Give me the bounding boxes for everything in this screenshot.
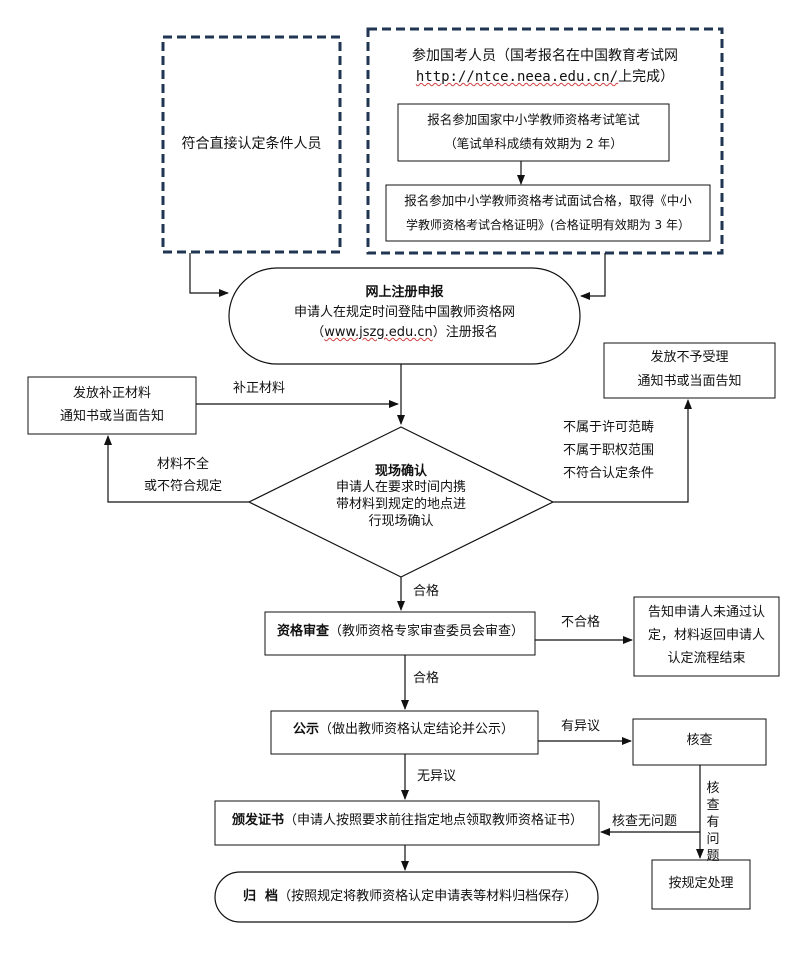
onsite-line2: 带材料到规定的地点进 — [335, 497, 466, 512]
label-not-in-scope-2: 不属于职权范围 — [563, 443, 655, 458]
supplement-box-line1: 发放补正材料 — [72, 386, 151, 401]
written-exam-line1: 报名参加国家中小学教师资格考试笔试 — [427, 112, 640, 127]
arrow-direct-to-registration — [189, 253, 229, 297]
exam-box-url-suffix: 上完成） — [618, 69, 675, 85]
label-not-in-scope-1: 不属于许可范畴 — [563, 420, 655, 435]
onsite-title: 现场确认 — [374, 464, 427, 479]
label-pass-1: 合格 — [413, 584, 440, 599]
label-not-in-scope-3: 不符合认定条件 — [563, 466, 655, 481]
label-supplement: 补正材料 — [233, 381, 286, 396]
fail-notice-box — [633, 596, 780, 677]
publicity-box — [270, 710, 539, 755]
issue-label: 颁发证书（申请人按照要求前往指定地点领取教师资格证书） — [232, 811, 583, 831]
arrow-ineligible-to-reject — [553, 399, 692, 503]
onsite-line3: 行现场确认 — [368, 514, 434, 529]
registration-title: 网上注册申报 — [365, 285, 444, 300]
label-no-objection: 无异议 — [417, 769, 457, 784]
jszg-url-link[interactable]: www.jszg.edu.cn — [324, 325, 433, 340]
written-exam-line2: （笔试单科成绩有效期为 2 年） — [444, 136, 623, 151]
label-pass-2: 合格 — [413, 671, 440, 686]
arrow-exam-to-registration — [580, 253, 606, 300]
archive-desc: （按照规定将教师资格认定申请表等材料归档保存） — [278, 889, 578, 904]
registration-line2: （www.jszg.edu.cn）注册报名 — [229, 323, 580, 343]
label-check-ok: 核查无问题 — [612, 814, 678, 829]
interview-exam-line2: 学教师资格考试合格证明》(合格证明有效期为 3 年） — [406, 218, 690, 232]
issue-title: 颁发证书 — [232, 813, 285, 828]
national-exam-box — [366, 27, 724, 255]
fail-box-line3: 认定流程结束 — [667, 651, 746, 666]
review-title: 资格审查 — [277, 624, 330, 639]
label-check-problem: 核查有问题 — [706, 781, 720, 864]
registration-paren-open: （ — [311, 325, 325, 340]
direct-eligibility-box — [161, 35, 342, 254]
exam-box-line1: 参加国考人员（国考报名在中国教育考试网 — [412, 48, 678, 64]
label-incomplete-1: 材料不全 — [156, 457, 209, 472]
label-objection: 有异议 — [561, 719, 601, 734]
certificate-issue-box — [214, 800, 600, 846]
supplement-box-line2: 通知书或当面告知 — [59, 409, 164, 424]
publicity-title: 公示 — [293, 722, 320, 737]
fail-box-line1: 告知申请人未通过认 — [647, 605, 765, 620]
supplement-notice-box — [27, 376, 197, 435]
verification-box — [632, 718, 767, 766]
archive-label: 归 档（按照规定将教师资格认定申请表等材料归档保存） — [243, 887, 577, 907]
exam-box-line2: http://ntce.neea.edu.cn/上完成） — [370, 67, 720, 87]
arrow-incomplete-to-supplement — [104, 435, 249, 503]
issue-desc: （申请人按照要求前往指定地点领取教师资格证书） — [284, 813, 584, 828]
publicity-label: 公示（做出教师资格认定结论并公示） — [293, 720, 514, 740]
direct-eligibility-label: 符合直接认定条件人员 — [181, 136, 322, 152]
handle-per-rules-label: 按规定处理 — [668, 876, 734, 891]
review-desc: （教师资格专家审查委员会审查） — [329, 624, 525, 639]
label-fail: 不合格 — [561, 615, 601, 630]
reject-box-line2: 通知书或当面告知 — [637, 374, 742, 389]
fail-box-line2: 定，材料返回申请人 — [647, 628, 765, 643]
handle-per-rules-box — [651, 859, 751, 910]
publicity-desc: （做出教师资格认定结论并公示） — [319, 722, 515, 737]
archive-box — [214, 871, 599, 923]
verification-label: 核查 — [686, 733, 713, 748]
review-label: 资格审查（教师资格专家审查委员会审查） — [277, 622, 524, 642]
qualification-review-box — [264, 611, 536, 656]
registration-line1: 申请人在规定时间登陆中国教师资格网 — [293, 305, 515, 320]
written-exam-box — [397, 103, 670, 162]
label-incomplete-2: 或不符合规定 — [143, 479, 222, 494]
interview-exam-box — [385, 184, 711, 242]
onsite-line1: 申请人在要求时间内携 — [335, 480, 466, 495]
registration-line2-suffix: ）注册报名 — [432, 325, 498, 340]
ntce-url-link[interactable]: http://ntce.neea.edu.cn/ — [415, 69, 619, 85]
interview-exam-line1: 报名参加中小学教师资格考试面试合格，取得《中小 — [404, 193, 692, 208]
reject-box-line1: 发放不予受理 — [650, 350, 729, 365]
reject-notice-box — [603, 342, 776, 399]
archive-title: 归 档 — [243, 889, 279, 904]
online-registration-box — [228, 267, 581, 365]
